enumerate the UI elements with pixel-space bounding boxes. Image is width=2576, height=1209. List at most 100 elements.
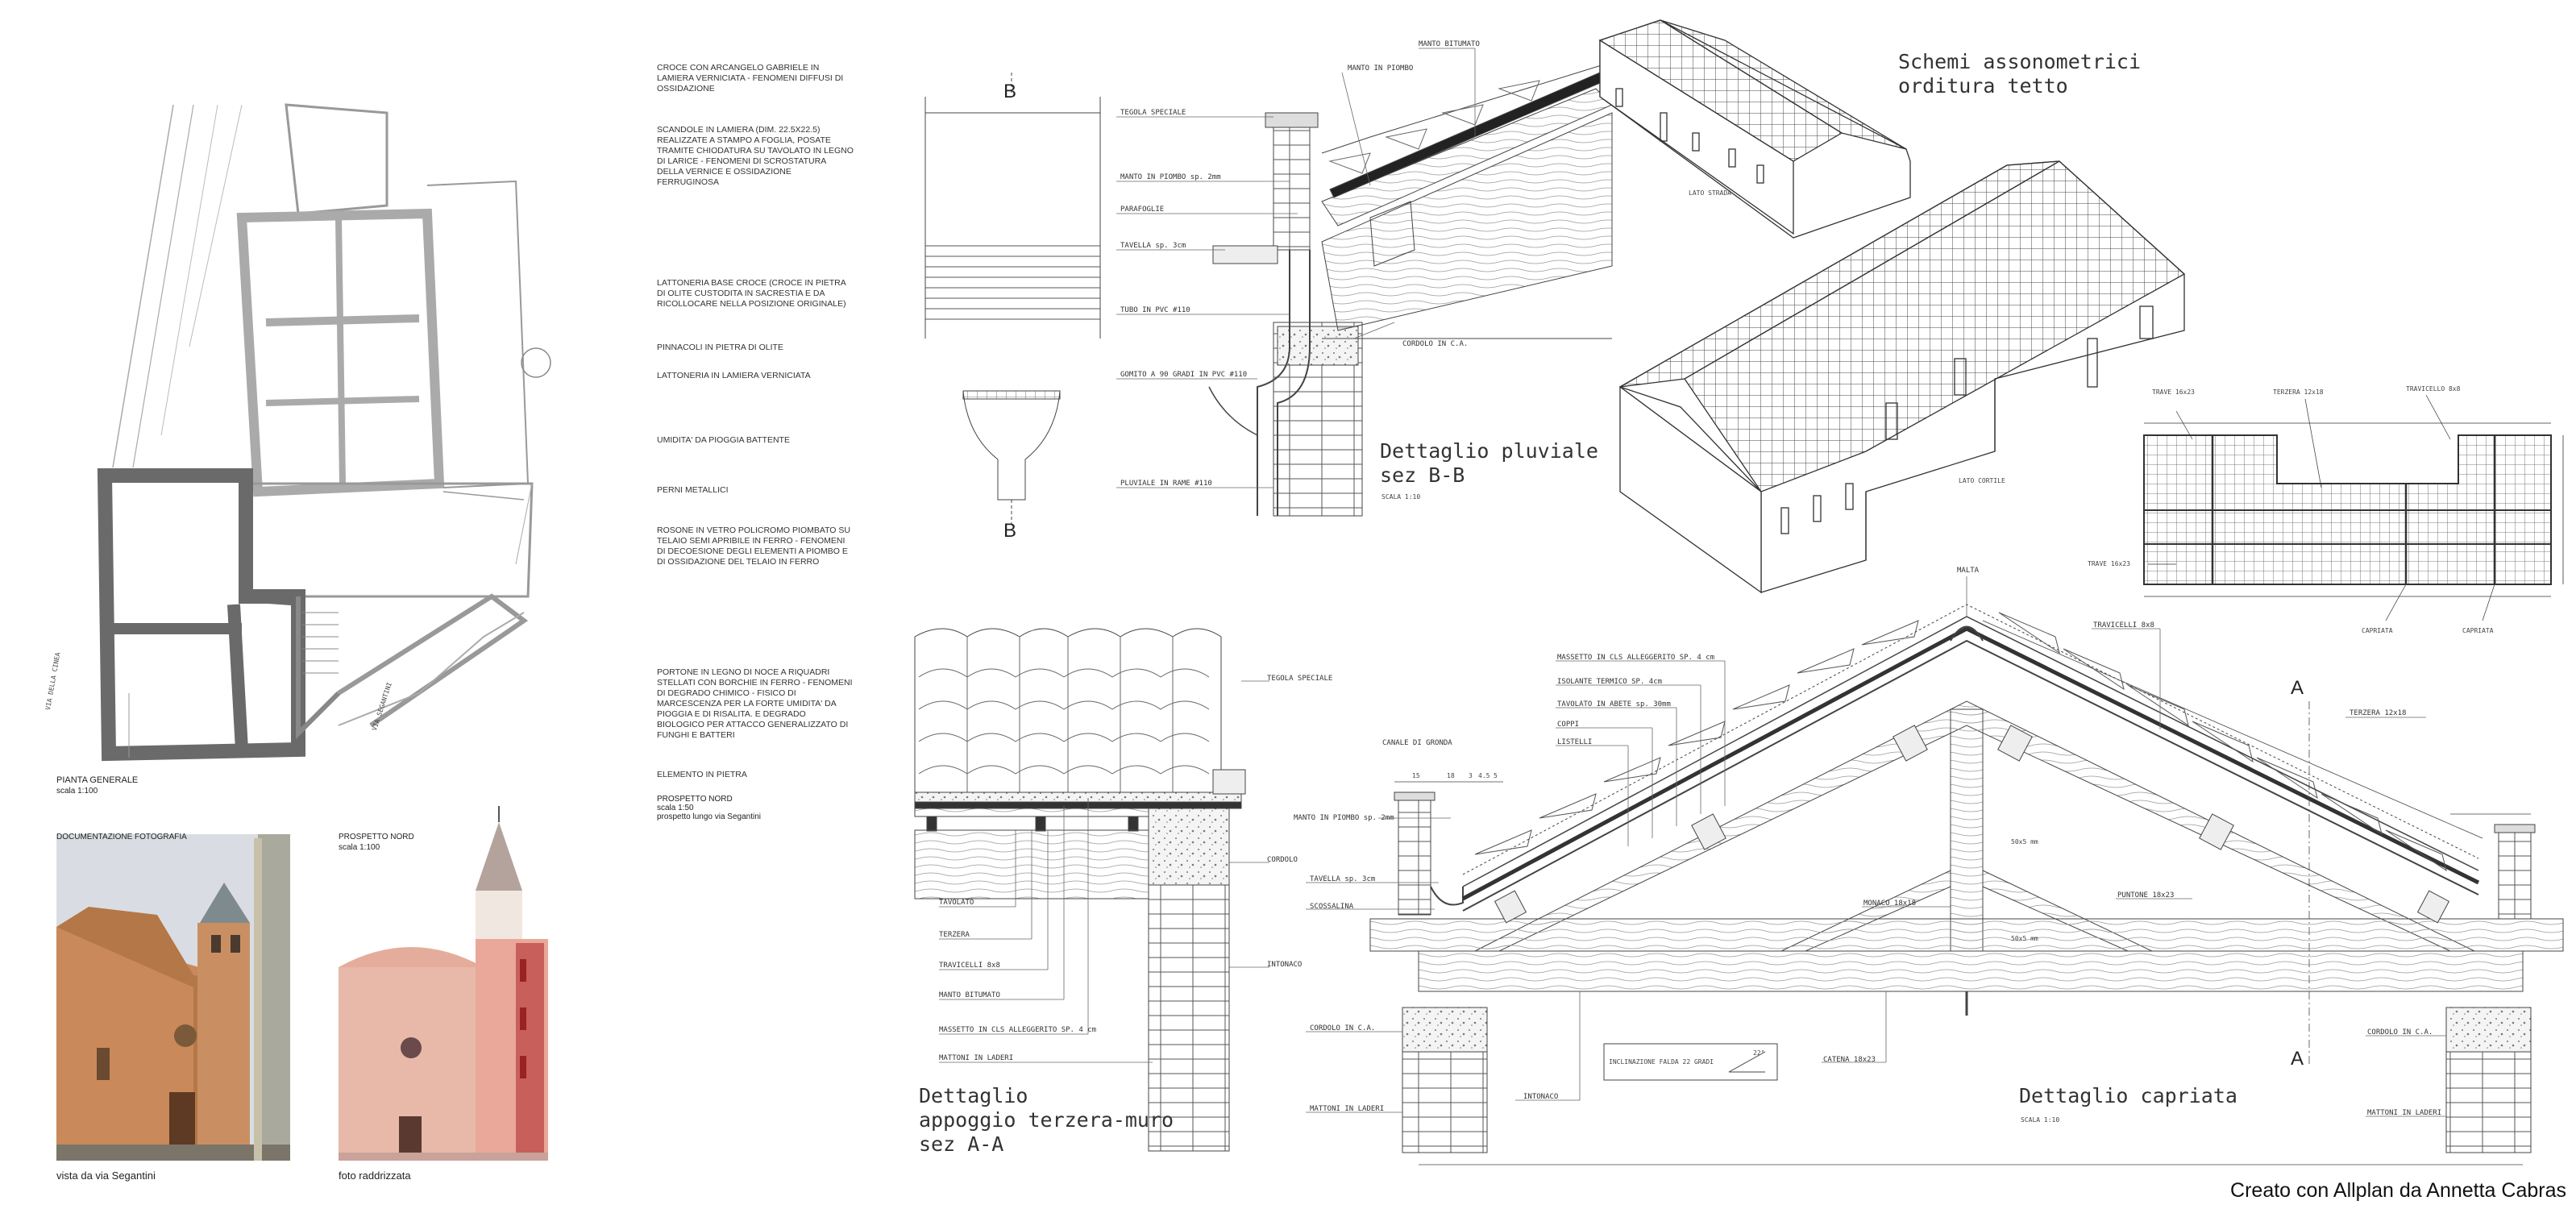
pluviale-label-tegola: TEGOLA SPECIALE [1120,109,1186,117]
appoggio-label-travicelli: TRAVICELLI 8x8 [939,962,1000,970]
elevation-note-title: PROSPETTO NORD [657,795,733,804]
detail-appoggio [914,628,1269,1152]
capriata-dim-5: 5 [1494,772,1498,779]
capriata-label-travicelli: TRAVICELLI 8x8 [2093,621,2154,629]
capriata-label-puntone: PUNTONE 18x23 [2117,891,2175,899]
roofplan-label-trave-2: TRAVE 16x23 [2088,560,2130,567]
capriata-label-massetto: MASSETTO IN CLS ALLEGGERITO SP. 4 cm [1557,654,1715,662]
note-9: PORTONE IN LEGNO DI NOCE A RIQUADRI STEL… [657,667,853,740]
roofplan-label-trave: TRAVE 16x23 [2152,388,2195,396]
capriata-dim-small-1: 50x5 mm [2011,838,2038,845]
pluviale-label-manto-bitumato: MANTO BITUMATO [1419,40,1480,48]
note-3: LATTONERIA BASE CROCE (CROCE IN PIETRA D… [657,278,846,309]
capriata-dim-1: 15 [1412,772,1420,779]
axonometric-schemes [1598,19,2186,594]
roofplan-label-travicello: TRAVICELLO 8x8 [2406,385,2461,393]
appoggio-label-mattoni: MATTONI IN LADERI [939,1054,1014,1062]
elevation-title: PROSPETTO NORD [339,833,414,841]
capriata-label-monaco: MONACO 18x18 [1863,899,1917,908]
pluviale-label-manto: MANTO IN PIOMBO sp. 2mm [1120,173,1221,181]
capriata-label-catena: CATENA 18x23 [1823,1056,1876,1064]
elevation-scale: scala 1:100 [339,843,380,852]
section-marker-b-top: B [1003,81,1017,102]
photo-section-title: DOCUMENTAZIONE FOTOGRAFIA [56,833,187,841]
elevation-note-subtitle: prospetto lungo via Segantini [657,812,761,821]
detail-pluviale [924,48,1613,524]
appoggio-label-terzera: TERZERA [939,931,970,939]
appoggio-title-3: sez A-A [919,1132,1004,1156]
note-8: ROSONE IN VETRO POLICROMO PIOMBATO SU TE… [657,526,850,567]
appoggio-label-cordolo: CORDOLO [1267,856,1298,864]
pluviale-title-2: sez B-B [1380,463,1465,487]
appoggio-title-1: Dettaglio [919,1084,1028,1107]
axon-label-street: LATO STRADA [1689,189,1731,197]
note-2: SCANDOLE IN LAMIERA (DIM. 22.5X22.5) REA… [657,125,854,187]
capriata-label-mattoni-left: MATTONI IN LADERI [1310,1105,1385,1113]
pluviale-label-manto-piombo: MANTO IN PIOMBO [1348,64,1414,73]
capriata-label-scossalina: SCOSSALINA [1310,903,1354,911]
axon-title-2: orditura tetto [1898,74,2068,98]
credit-text: Creato con Allplan da Annetta Cabras [2230,1179,2566,1202]
detail-capriata [1306,576,2564,1165]
appoggio-label-tavolato: TAVOLATO [939,899,974,907]
appoggio-label-tegola: TEGOLA SPECIALE [1267,675,1333,683]
pluviale-label-tubo: TUBO IN PVC #110 [1120,306,1190,314]
capriata-label-listelli: LISTELLI [1557,738,1593,746]
section-marker-a-top: A [2291,677,2304,699]
appoggio-label-intonaco: INTONACO [1267,961,1303,969]
capriata-label-coppi: COPPI [1557,721,1580,729]
floor-plan [97,103,551,762]
capriata-title: Dettaglio capriata [2019,1084,2237,1107]
capriata-label-tavella: TAVELLA sp. 3cm [1310,875,1376,883]
note-5: LATTONERIA IN LAMIERA VERNICIATA [657,371,811,380]
capriata-label-tavolato: TAVOLATO IN ABETE sp. 30mm [1557,700,1671,708]
elevation-note-scale: scala 1:50 [657,804,694,812]
pluviale-label-cordolo: CORDOLO IN C.A. [1402,340,1469,348]
roofplan-label-capriata-2: CAPRIATA [2462,627,2494,634]
note-7: PERNI METALLICI [657,485,729,495]
note-6: UMIDITA' DA PIOGGIA BATTENTE [657,435,790,445]
axon-title-1: Schemi assonometrici [1898,50,2142,73]
photo-north-elevation [339,806,548,1161]
pluviale-title-1: Dettaglio pluviale [1380,439,1598,463]
capriata-label-isolante: ISOLANTE TERMICO SP. 4cm [1557,678,1663,686]
capriata-dim-3: 3 [1469,772,1473,779]
capriata-label-cordolo-right: CORDOLO IN C.A. [2367,1028,2433,1037]
capriata-label-intonaco: INTONACO [1523,1093,1559,1101]
capriata-slope-angle: 22° [1753,1049,1765,1057]
capriata-slope-note: INCLINAZIONE FALDA 22 GRADI [1609,1058,1714,1066]
appoggio-label-bitumato: MANTO BITUMATO [939,991,1000,999]
capriata-dim-small-2: 50x5 mm [2011,935,2038,942]
roofplan-label-terzera: TERZERA 12x18 [2273,388,2324,396]
section-marker-b-bottom: B [1003,520,1017,542]
capriata-label-terzera: TERZERA 12x18 [2350,709,2407,717]
plan-scale: scala 1:100 [56,787,98,796]
pluviale-label-tavella: TAVELLA sp. 3cm [1120,242,1186,250]
appoggio-title-2: appoggio terzera-muro [919,1108,1174,1132]
capriata-label-cordolo-left: CORDOLO IN C.A. [1310,1024,1376,1032]
note-1: CROCE CON ARCANGELO GABRIELE IN LAMIERA … [657,63,844,93]
note-10: ELEMENTO IN PIETRA [657,770,747,779]
capriata-dim-4: 4.5 [1478,772,1490,779]
section-marker-a-bottom: A [2291,1048,2304,1070]
capriata-scale: SCALA 1:10 [2021,1116,2060,1124]
capriata-dim-2: 18 [1447,772,1455,779]
pluviale-label-gomito: GOMITO A 90 GRADI IN PVC #110 [1120,371,1248,379]
pluviale-scale: SCALA 1:10 [1381,493,1421,501]
pluviale-label-parafoglie: PARAFOGLIE [1120,206,1165,214]
capriata-label-mattoni-right: MATTONI IN LADERI [2367,1109,2442,1117]
capriata-label-manto: MANTO IN PIOMBO sp. 2mm [1294,814,1394,822]
note-4: PINNACOLI IN PIETRA DI OLITE [657,343,783,352]
elevation-caption: foto raddrizzata [339,1170,411,1182]
capriata-label-canale: CANALE DI GRONDA [1382,739,1452,747]
capriata-label-malta: MALTA [1957,567,1980,575]
pluviale-label-pluviale: PLUVIALE IN RAME #110 [1120,480,1212,488]
plan-title: PIANTA GENERALE [56,775,139,785]
appoggio-label-massetto: MASSETTO IN CLS ALLEGGERITO SP. 4 cm [939,1026,1097,1034]
roof-plan [2143,394,2564,621]
axon-label-courtyard: LATO CORTILE [1959,477,2005,484]
roofplan-label-capriata-1: CAPRIATA [2362,627,2393,634]
photo-caption: vista da via Segantini [56,1170,156,1182]
photo-church-street [56,834,290,1161]
